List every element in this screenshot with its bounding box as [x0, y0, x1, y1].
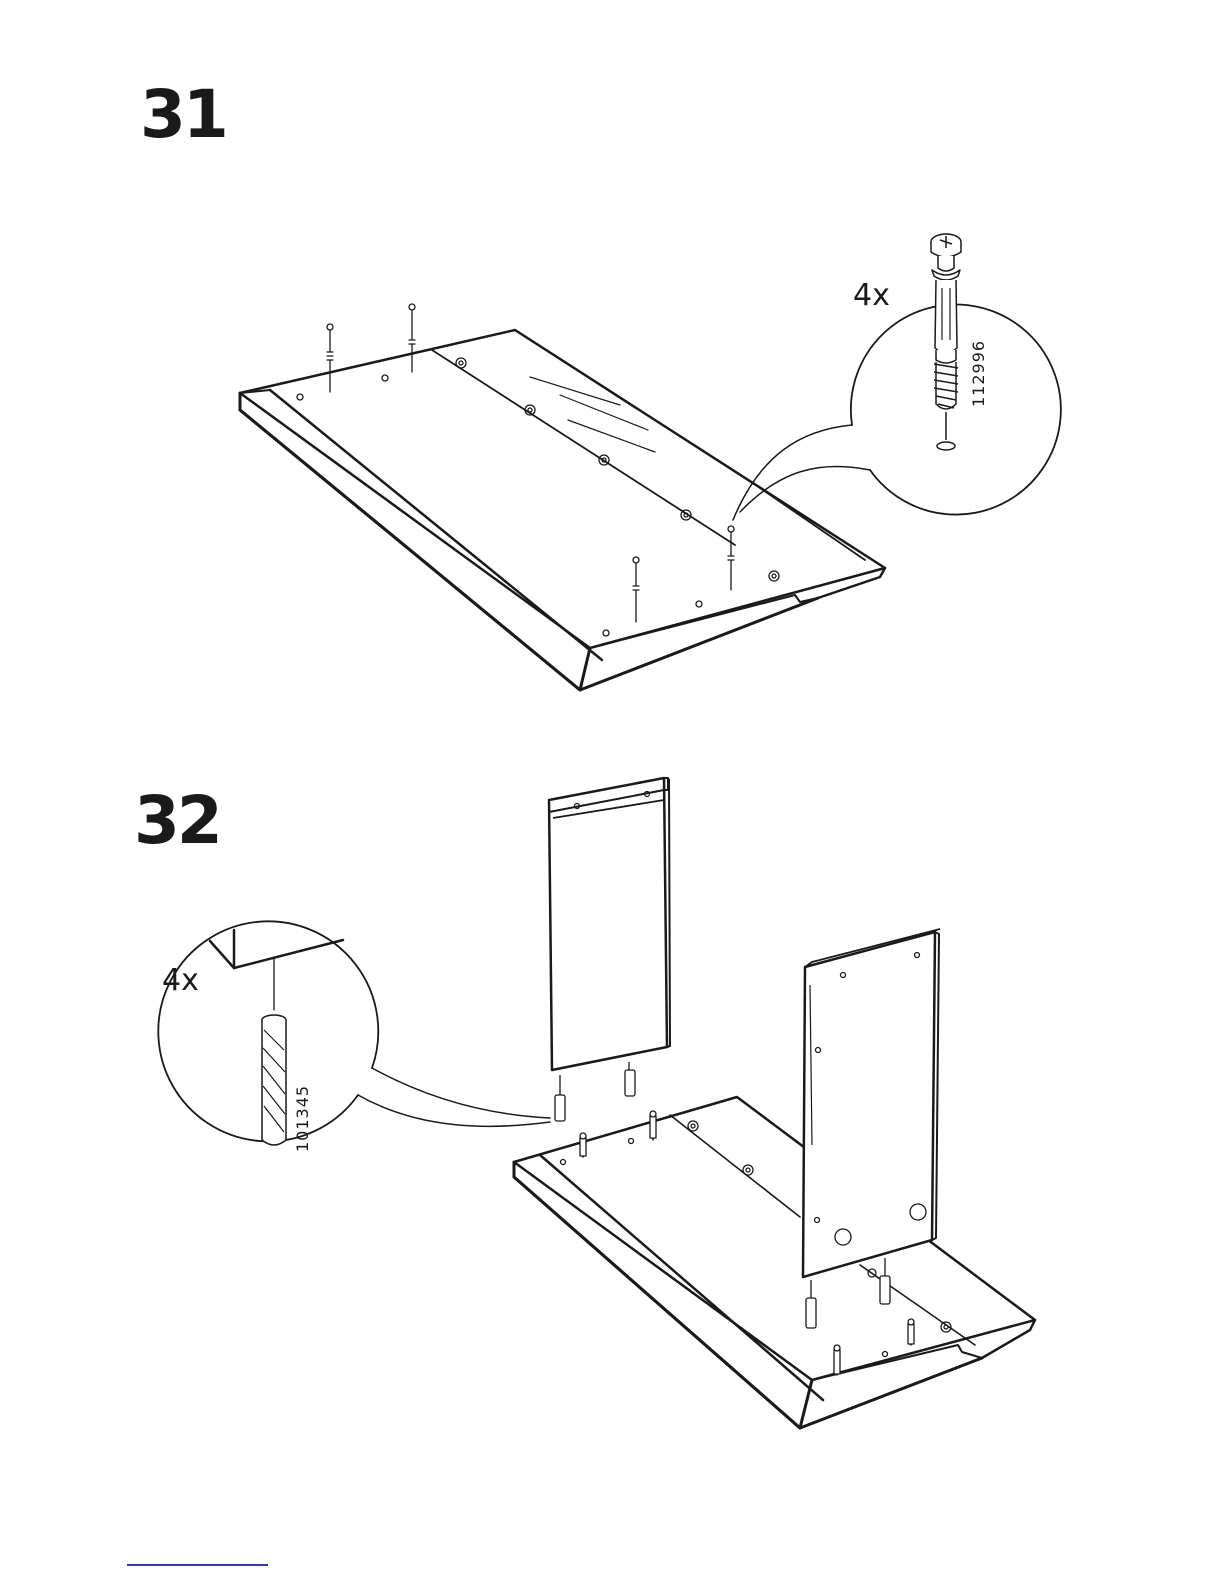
step-32-callout: [158, 921, 550, 1141]
footer-link-underline[interactable]: [127, 1564, 268, 1566]
step-32-part-number: 101345: [293, 1085, 312, 1152]
step-32-left-side-panel: [549, 778, 670, 1121]
step-32-base-panel: [514, 1097, 1035, 1428]
step-31-panel: [240, 304, 1061, 690]
step-31-part-number: 112996: [969, 340, 988, 407]
step-31-quantity: 4x: [853, 278, 890, 313]
dowel-icon: [262, 1015, 286, 1145]
step-32-quantity: 4x: [162, 963, 199, 998]
cam-screw-icon: [931, 234, 961, 450]
